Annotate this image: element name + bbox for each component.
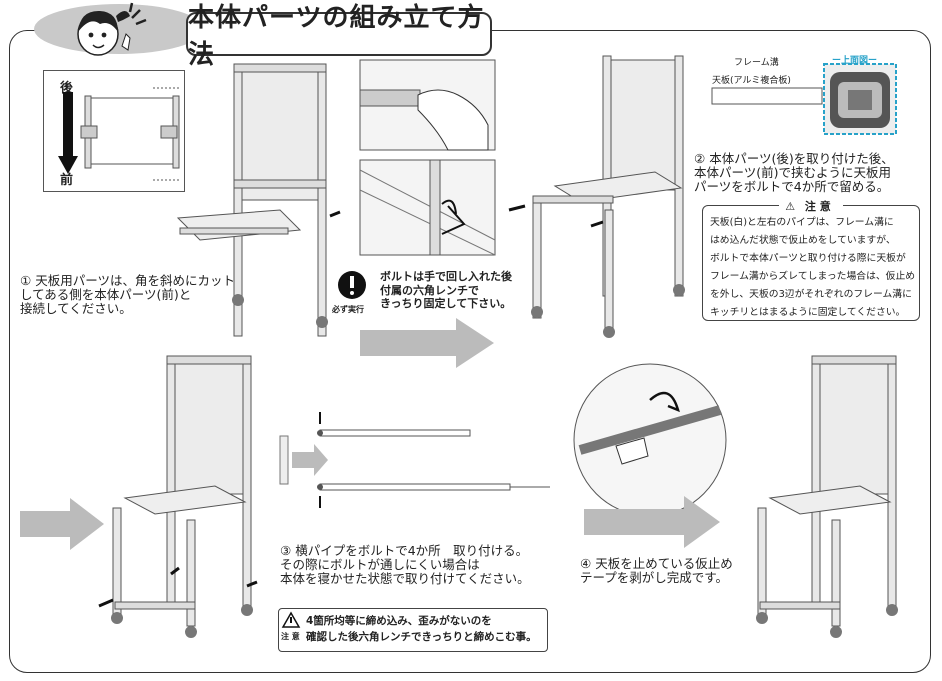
step2-frame-diagram xyxy=(508,55,685,338)
mascot-bubble xyxy=(34,4,204,54)
side-pipe-diagram xyxy=(279,412,550,508)
page-title: 本体パーツの組み立て方法 xyxy=(186,3,492,70)
caution-text: 天板(白)と左右のパイプは、フレーム溝に はめ込んだ状態で仮止めをしていますが、… xyxy=(710,217,916,318)
inset-view-label: ー上面図ー xyxy=(832,56,878,66)
top-view-inset xyxy=(711,63,897,135)
step1-frame-diagram xyxy=(176,63,341,337)
step3-frame-diagram xyxy=(98,355,258,638)
must-do-icon xyxy=(338,271,366,299)
inset-groove-label: フレーム溝 xyxy=(734,58,779,68)
bolt-hand-photo xyxy=(359,59,496,151)
arrow-right-1 xyxy=(360,318,494,368)
caution2-line2: 確認した後六角レンチできっちりと締めこむ事。 xyxy=(306,631,537,643)
must-do-label: 必ず実行 xyxy=(332,305,364,314)
step2-instruction: ② 本体パーツ(後)を取り付けた後、 本体パーツ(前)で挟むように天板用 パーツ… xyxy=(694,151,894,194)
front-label: 前 xyxy=(60,173,74,188)
completed-chair-diagram xyxy=(756,355,898,638)
caution2-line1: 4箇所均等に締め込み、歪みがないのを xyxy=(306,615,492,627)
arrow-right-3 xyxy=(584,496,720,548)
caution-box-2 xyxy=(278,608,548,652)
hex-wrench-photo xyxy=(359,159,496,256)
inset-board-label: 天板(アルミ複合板) xyxy=(712,76,791,86)
arrow-right-2 xyxy=(20,498,104,550)
mascot-girl-icon xyxy=(77,2,147,56)
step4-instruction: ④ 天板を止めている仮止め テープを剥がし完成です。 xyxy=(580,556,733,585)
tape-closeup-circle xyxy=(573,363,727,517)
warning-triangle-icon xyxy=(281,611,301,628)
top-view-diagram xyxy=(58,87,180,181)
must-do-text: ボルトは手で回し入れた後 付属の六角レンチで きっちり固定して下さい。 xyxy=(380,270,512,310)
caution-box: ⚠ 注 意 天板(白)と左右のパイプは、フレーム溝に はめ込んだ状態で仮止めをし… xyxy=(702,200,920,321)
step3-instruction: ③ 横パイプをボルトで4か所 取り付ける。 その際にボルトが通しにくい場合は 本… xyxy=(280,543,530,586)
top-view-panel xyxy=(43,70,185,192)
caution2-label: 注 意 xyxy=(281,632,300,641)
step1-instruction: ① 天板用パーツは、角を斜めにカット してある側を本体パーツ(前)と 接続してく… xyxy=(20,273,235,316)
